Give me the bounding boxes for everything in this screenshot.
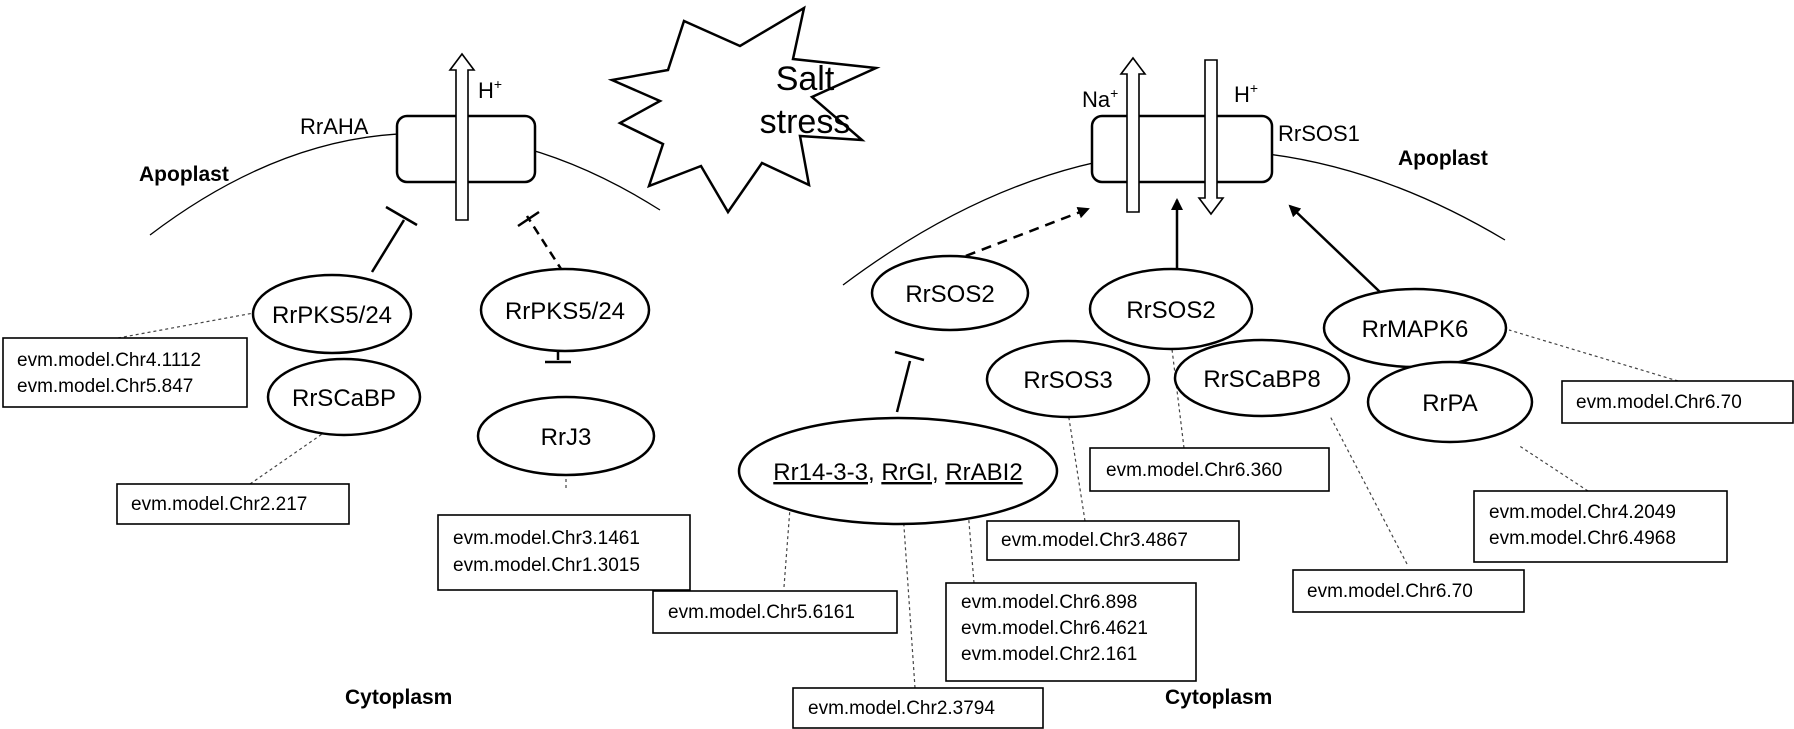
cytoplasm-label-right: Cytoplasm xyxy=(1165,686,1272,709)
rraha-label: RrAHA xyxy=(300,114,369,139)
h-ion-right: H+ xyxy=(1234,80,1258,107)
node-scabp8 xyxy=(1173,338,1351,418)
na-ion: Na+ xyxy=(1082,85,1118,112)
node-j3-label: RrJ3 xyxy=(541,424,592,451)
salt-stress-line1: Salt xyxy=(776,60,835,98)
inhibit-pks-a-to-rraha xyxy=(370,219,406,273)
leader-pa xyxy=(1517,444,1589,492)
node-scabp-label: RrSCaBP xyxy=(292,385,396,412)
rrsos1-label: RrSOS1 xyxy=(1278,121,1360,146)
gene-id: evm.model.Chr6.4621 xyxy=(961,618,1148,639)
leader-scabp xyxy=(249,431,326,485)
inhibit-bar-pks-b xyxy=(517,210,540,228)
node-scabp8-label: RrSCaBP8 xyxy=(1203,366,1320,393)
node-scabp xyxy=(266,357,422,437)
node-pa-label: RrPA xyxy=(1422,390,1478,417)
leader-mapk6 xyxy=(1508,329,1679,382)
node-sos2-a xyxy=(870,254,1030,332)
gene-box-gi: evm.model.Chr2.3794 xyxy=(792,687,1044,729)
inhibit-complex-to-sos2-a xyxy=(895,360,912,413)
gene-id: evm.model.Chr5.847 xyxy=(17,376,193,397)
node-complex xyxy=(737,416,1059,526)
gene-box-abi2: evm.model.Chr6.898 evm.model.Chr6.4621 e… xyxy=(945,582,1197,682)
h-efflux-arrow-left xyxy=(448,52,476,221)
node-pa xyxy=(1366,360,1534,444)
node-pks-b-label: RrPKS5/24 xyxy=(505,298,625,325)
gene-id: evm.model.Chr3.1461 xyxy=(453,528,640,549)
node-sos2-b xyxy=(1088,267,1254,351)
node-sos3-label: RrSOS3 xyxy=(1023,367,1112,394)
gene-id: evm.model.Chr1.3015 xyxy=(453,555,640,576)
gene-id: evm.model.Chr5.6161 xyxy=(668,602,855,623)
h-ion-left: H+ xyxy=(478,76,502,103)
node-mapk6-label: RrMAPK6 xyxy=(1362,316,1469,343)
leader-pks-a xyxy=(117,309,271,339)
gene-box-c1433: evm.model.Chr5.6161 xyxy=(652,590,898,634)
activate-sos2-a-to-rrsos1-dashed xyxy=(949,206,1090,264)
gene-id: evm.model.Chr2.161 xyxy=(961,644,1137,665)
gene-box-sos2-b: evm.model.Chr6.360 xyxy=(1089,447,1330,492)
activate-mapk6-to-rrsos1 xyxy=(1288,204,1381,293)
gene-id: evm.model.Chr6.898 xyxy=(961,592,1137,613)
complex-item-gi: RrGI xyxy=(881,459,932,486)
node-sos2-a-label: RrSOS2 xyxy=(905,281,994,308)
gene-id: evm.model.Chr6.70 xyxy=(1307,581,1473,602)
gene-id: evm.model.Chr2.217 xyxy=(131,494,307,515)
gene-box-sos3: evm.model.Chr3.4867 xyxy=(986,520,1240,561)
salt-stress-line2: stress xyxy=(760,103,851,141)
gene-id: evm.model.Chr6.70 xyxy=(1576,392,1742,413)
leader-gi xyxy=(902,511,916,689)
complex-item-abi2: RrABI2 xyxy=(945,459,1022,486)
leader-scabp8 xyxy=(1329,415,1408,565)
node-complex-label: Rr14-3-3, RrGI, RrABI2 xyxy=(773,459,1022,486)
node-pks-a xyxy=(251,273,413,355)
gene-id: evm.model.Chr6.360 xyxy=(1106,460,1282,481)
complex-item-1433: Rr14-3-3 xyxy=(773,459,868,486)
node-pks-b xyxy=(479,267,651,353)
na-efflux-arrow xyxy=(1119,56,1147,213)
gene-box-pa: evm.model.Chr4.2049 evm.model.Chr6.4968 xyxy=(1473,490,1728,563)
inhibit-bar-pks-a xyxy=(385,205,418,227)
gene-id: evm.model.Chr4.2049 xyxy=(1489,502,1676,523)
gene-id: evm.model.Chr4.1112 xyxy=(17,350,201,371)
node-pks-a-label: RrPKS5/24 xyxy=(272,302,392,329)
cytoplasm-label-left: Cytoplasm xyxy=(345,686,452,709)
gene-box-pks-a: evm.model.Chr4.1112 evm.model.Chr5.847 xyxy=(2,337,248,408)
gene-id: evm.model.Chr6.4968 xyxy=(1489,528,1676,549)
rrsos1-transporter xyxy=(1090,114,1274,184)
inhibit-pks-b-to-rraha-dashed xyxy=(525,215,565,273)
gene-box-j3: evm.model.Chr3.1461 evm.model.Chr1.3015 xyxy=(437,514,691,591)
node-sos3 xyxy=(985,339,1151,419)
gene-box-scabp: evm.model.Chr2.217 xyxy=(116,483,350,525)
node-sos2-b-label: RrSOS2 xyxy=(1126,297,1215,324)
h-influx-arrow xyxy=(1197,59,1225,216)
gene-box-scabp8: evm.model.Chr6.70 xyxy=(1292,569,1525,613)
gene-id: evm.model.Chr3.4867 xyxy=(1001,530,1188,551)
node-j3 xyxy=(476,395,656,477)
salt-stress-starburst xyxy=(607,5,881,215)
gene-box-mapk6: evm.model.Chr6.70 xyxy=(1561,380,1794,424)
leader-abi2 xyxy=(967,509,975,584)
leader-sos3 xyxy=(1067,411,1086,522)
apoplast-label-left: Apoplast xyxy=(139,163,229,186)
gene-id: evm.model.Chr2.3794 xyxy=(808,698,995,719)
inhibit-bar-complex xyxy=(894,350,925,362)
apoplast-label-right: Apoplast xyxy=(1398,147,1488,170)
leader-c1433 xyxy=(783,507,791,588)
